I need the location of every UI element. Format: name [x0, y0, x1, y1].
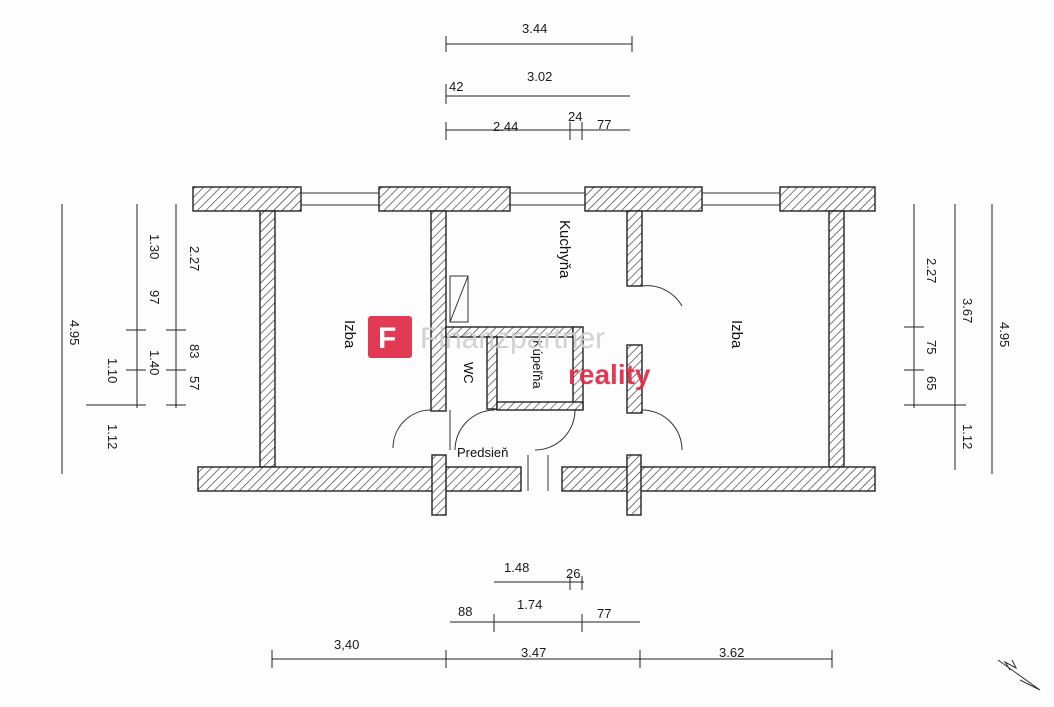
dim-left-57: 57	[187, 376, 202, 390]
logo-letter: F	[378, 322, 396, 355]
dim-right-227: 2.27	[924, 258, 939, 283]
wall-left-vertical	[259, 210, 276, 468]
watermark: F Finanzpartner reality	[368, 316, 651, 390]
dim-top-77: 77	[597, 117, 611, 132]
walls	[192, 186, 876, 516]
room-label-kuchyna: Kuchyňa	[556, 220, 573, 279]
wall-bath-bottom	[496, 401, 584, 411]
dim-right-75: 75	[924, 340, 939, 354]
dim-bottom-174: 1.74	[517, 597, 542, 612]
dim-right-495: 4.95	[997, 322, 1012, 347]
windows-top	[301, 192, 780, 206]
north-arrow-icon	[997, 659, 1041, 691]
dimension-lines-left	[61, 204, 186, 474]
dim-top-24: 24	[568, 109, 582, 124]
wall-right-vertical	[828, 210, 845, 468]
dim-right-65: 65	[924, 376, 939, 390]
room-label-wc: WC	[461, 362, 476, 384]
dim-top-total: 3.44	[522, 21, 547, 36]
wall-bottom-stub-right	[626, 454, 642, 516]
wall-wc-divider	[486, 336, 498, 410]
dimension-lines-right	[904, 204, 993, 474]
wall-bottom-right	[561, 466, 876, 492]
dim-bottom-88: 88	[458, 604, 472, 619]
logo-icon	[368, 316, 412, 358]
dim-left-83: 83	[187, 344, 202, 358]
dim-left-97: 97	[147, 290, 162, 304]
wall-bottom-stub-left	[431, 454, 447, 516]
room-label-izba-right: Izba	[728, 320, 745, 349]
dim-right-112: 1.12	[960, 424, 975, 449]
room-label-kupelna: Kúpeľňa	[530, 340, 545, 389]
wall-top-4	[779, 186, 876, 212]
dimension-lines-top	[445, 36, 633, 140]
dim-left-227: 2.27	[187, 246, 202, 271]
dim-left-130: 1.30	[147, 234, 162, 259]
dim-left-140: 1.40	[147, 350, 162, 375]
dim-top-42: 42	[449, 79, 463, 94]
dim-bottom-347: 3.47	[521, 645, 546, 660]
dim-top-244: 2.44	[493, 119, 518, 134]
dim-bottom-26: 26	[566, 566, 580, 581]
dim-bottom-362: 3.62	[719, 645, 744, 660]
wall-top-3	[584, 186, 703, 212]
wall-top-2	[378, 186, 511, 212]
watermark-reality: reality	[568, 359, 651, 390]
dim-left-495: 4.95	[67, 320, 82, 345]
ventilation-shaft	[449, 275, 469, 323]
wall-middle-right-upper	[626, 210, 643, 287]
dim-left-110: 1.10	[105, 358, 120, 383]
dim-bottom-77: 77	[597, 606, 611, 621]
wall-bottom-left	[197, 466, 522, 492]
room-label-predsien: Predsieň	[457, 445, 508, 460]
dim-left-112: 1.12	[105, 424, 120, 449]
watermark-brand: Finanzpartner	[420, 322, 605, 355]
door-swings	[392, 285, 683, 491]
wall-top-1	[192, 186, 302, 212]
dim-bottom-340: 3,40	[334, 637, 359, 652]
wall-middle-left-vertical	[430, 210, 447, 412]
dim-bottom-148: 1.48	[504, 560, 529, 575]
room-label-izba-left: Izba	[341, 320, 358, 349]
wall-middle-right-lower	[626, 344, 643, 414]
dim-right-367: 3.67	[960, 298, 975, 323]
dimension-lines-bottom	[271, 576, 833, 668]
dim-top-302: 3.02	[527, 69, 552, 84]
